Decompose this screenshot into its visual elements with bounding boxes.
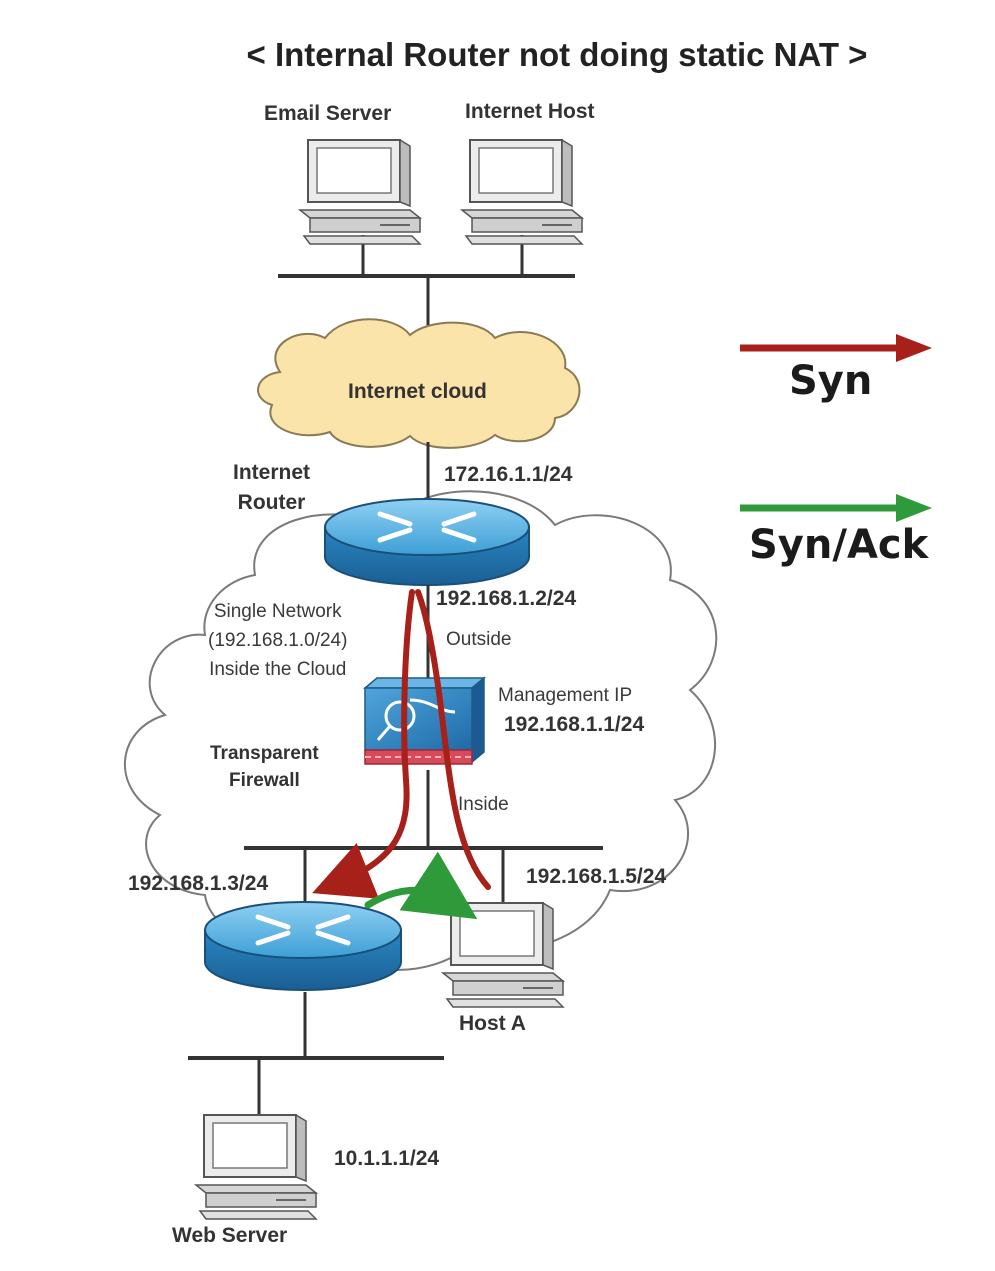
legend-syn-arrowhead bbox=[896, 334, 932, 362]
web-server-label: Web Server bbox=[172, 1224, 288, 1247]
internet-router-label: Internet Router bbox=[233, 461, 311, 514]
legend-syn-ack-label: Syn/Ack bbox=[749, 522, 929, 568]
inside-label: Inside bbox=[458, 794, 509, 815]
syn-flow-down bbox=[312, 589, 415, 899]
web-server-icon bbox=[195, 1114, 317, 1220]
single-network-note: Single Network (192.168.1.0/24) Inside t… bbox=[208, 601, 348, 680]
legend-syn-label: Syn bbox=[789, 358, 873, 404]
management-ip-value: 192.168.1.1/24 bbox=[504, 713, 645, 736]
host-a-ip: 192.168.1.5/24 bbox=[526, 865, 667, 888]
web-server-ip: 10.1.1.1/24 bbox=[334, 1147, 440, 1170]
transparent-firewall-icon bbox=[362, 676, 487, 765]
internet-host-label: Internet Host bbox=[465, 100, 595, 123]
email-server-icon bbox=[299, 139, 421, 245]
host-a-label: Host A bbox=[459, 1012, 526, 1035]
management-ip-label: Management IP bbox=[498, 685, 633, 706]
internet-router-icon bbox=[324, 498, 530, 586]
router-inside-ip: 192.168.1.2/24 bbox=[436, 587, 577, 610]
transparent-firewall-label: Transparent Firewall bbox=[210, 743, 319, 791]
internal-router-icon bbox=[204, 901, 402, 991]
email-server-label: Email Server bbox=[264, 102, 392, 125]
legend-syn-ack-arrowhead bbox=[896, 494, 932, 522]
outside-label: Outside bbox=[446, 629, 512, 650]
syn-flow-up bbox=[415, 589, 491, 890]
internet-host-icon bbox=[461, 139, 583, 245]
router-outside-ip: 172.16.1.1/24 bbox=[444, 463, 573, 486]
syn-ack-flow bbox=[364, 851, 478, 920]
host-a-icon bbox=[442, 902, 564, 1008]
internal-router-ip: 192.168.1.3/24 bbox=[128, 872, 269, 895]
diagram-title: < Internal Router not doing static NAT > bbox=[247, 36, 868, 73]
internet-cloud-shape bbox=[257, 318, 581, 449]
internet-cloud-label: Internet cloud bbox=[348, 380, 487, 403]
